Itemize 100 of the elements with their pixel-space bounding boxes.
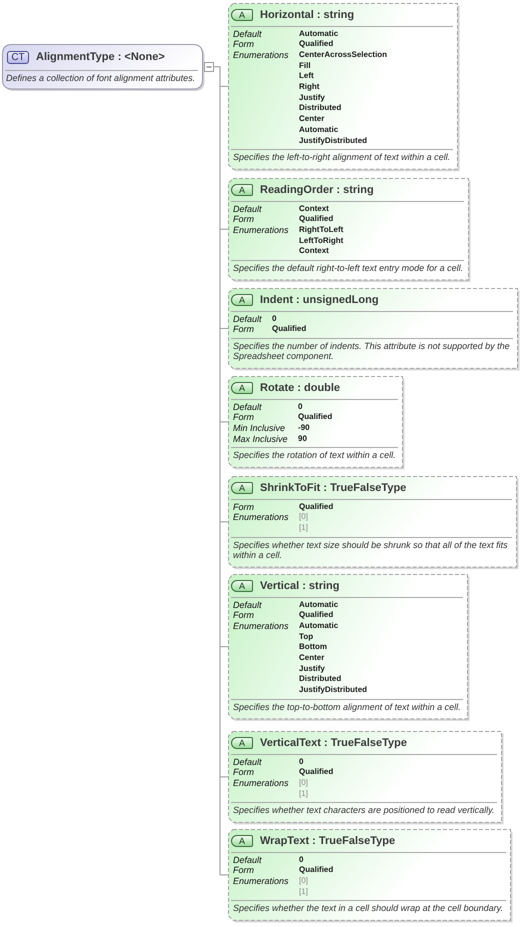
property-name: Enumerations [233, 512, 289, 523]
property-value: Context [299, 246, 329, 258]
property-value: 0 [299, 756, 304, 768]
property-name: Form [233, 412, 254, 423]
attribute-description: Specifies the rotation of text within a cell. [232, 449, 397, 462]
property-value: RightToLeft [299, 224, 344, 236]
connector-line [214, 66, 220, 876]
property-value: JustifyDistributed [299, 685, 368, 696]
property-name: Default [233, 314, 262, 324]
attribute-box [228, 288, 521, 372]
property-name: Form [233, 502, 254, 512]
property-value: 0 [272, 314, 276, 324]
connector-line [220, 228, 228, 230]
property-value: Bottom [299, 642, 328, 654]
property-value: Justify [299, 664, 325, 674]
attribute-box [228, 574, 471, 722]
property-name: Form [233, 214, 254, 225]
attribute-title: Indent : unsignedLong [260, 294, 379, 306]
property-value: Automatic [299, 620, 338, 632]
property-name: Default [233, 854, 262, 866]
complex-type-badge: CT [7, 50, 29, 64]
connector-line [220, 646, 228, 648]
property-value: Automatic [299, 124, 338, 136]
property-name: Default [233, 28, 262, 40]
attribute-description: Specifies the number of indents. This attribute is not supported by the Spreadsheet component. [232, 340, 511, 364]
property-name: Form [233, 324, 254, 335]
attribute-box [228, 731, 505, 826]
connector-line [220, 86, 228, 87]
property-value: Qualified [299, 767, 334, 778]
property-value: [0] [299, 778, 308, 789]
attribute-description: Specifies the default right-to-left text entry mode for a cell. [232, 262, 464, 276]
property-name: Enumerations [233, 50, 289, 61]
property-value: 0 [299, 854, 304, 866]
attribute-description: Specifies the top-to-bottom alignment of text within a cell. [232, 700, 462, 714]
property-value: LeftToRight [299, 236, 344, 246]
attribute-title: Horizontal : string [260, 8, 354, 20]
property-value: Center [299, 114, 324, 125]
property-value: Qualified [298, 412, 332, 423]
attribute-box [228, 178, 472, 284]
property-name: Form [233, 865, 254, 876]
attribute-description: Specifies whether the text in a cell should wrap at the cell boundary. [232, 902, 504, 916]
attribute-box [228, 3, 461, 173]
attribute-title: Rotate : double [260, 382, 340, 394]
connector-line [220, 328, 228, 329]
connector-line [220, 874, 228, 876]
complex-type-box [2, 44, 214, 92]
property-value: Qualified [299, 865, 334, 876]
property-name: Min Inclusive [233, 422, 286, 434]
property-value: Automatic [299, 28, 338, 40]
property-value: [1] [299, 788, 308, 800]
property-value: JustifyDistributed [299, 136, 368, 146]
property-name: Enumerations [233, 224, 289, 236]
property-name: Default [233, 756, 262, 768]
property-value: Distributed [299, 103, 342, 114]
property-value: Center [299, 653, 324, 664]
attribute-title: VerticalText : TrueFalseType [260, 736, 407, 748]
property-name: Form [233, 39, 254, 50]
connector-line [220, 776, 228, 778]
property-value: CenterAcrossSelection [299, 50, 388, 61]
property-name: Form [233, 767, 254, 778]
attribute-title: ShrinkToFit : TrueFalseType [260, 482, 406, 494]
connector-line [220, 521, 228, 522]
attribute-title: WrapText : TrueFalseType [260, 834, 396, 846]
type-description: Defines a collection of font alignment attributes. [5, 72, 196, 85]
attribute-box [228, 829, 514, 924]
property-value: Top [299, 632, 314, 642]
property-value: Qualified [299, 502, 334, 512]
attribute-box [228, 476, 520, 571]
property-value: Qualified [299, 214, 334, 225]
property-value: [0] [299, 512, 308, 523]
property-name: Enumerations [233, 620, 289, 632]
attribute-description: Specifies the left-to-right alignment of text within a cell. [232, 151, 452, 164]
property-name: Max Inclusive [233, 434, 288, 444]
property-value: Justify [299, 92, 325, 104]
property-value: Qualified [299, 610, 334, 621]
property-name: Default [233, 402, 262, 412]
property-value: Right [299, 82, 320, 93]
connector-line [220, 421, 228, 422]
property-value: Left [299, 71, 314, 82]
property-value: 90 [298, 434, 307, 444]
property-value: [0] [299, 876, 308, 887]
type-title: AlignmentType : <None> [36, 51, 165, 63]
property-value: Distributed [299, 674, 342, 686]
property-value: Automatic [299, 600, 338, 610]
property-value: 0 [298, 402, 302, 412]
property-value: Context [299, 204, 329, 214]
property-value: -90 [298, 422, 310, 434]
attribute-title: ReadingOrder : string [260, 184, 374, 196]
attribute-title: Vertical : string [260, 580, 340, 592]
attribute-box [228, 376, 406, 471]
property-name: Enumerations [233, 778, 289, 789]
attribute-description: Specifies whether text size should be shrunk so that all of the text fits within a cell. [232, 538, 509, 562]
property-name: Default [233, 204, 262, 214]
property-value: Qualified [299, 39, 334, 50]
property-value: [1] [299, 522, 308, 534]
attribute-description: Specifies whether text characters are positioned to read vertically. [232, 804, 496, 818]
property-name: Form [233, 610, 254, 621]
property-value: [1] [299, 886, 308, 898]
property-name: Default [233, 600, 262, 610]
property-value: Qualified [272, 324, 306, 335]
